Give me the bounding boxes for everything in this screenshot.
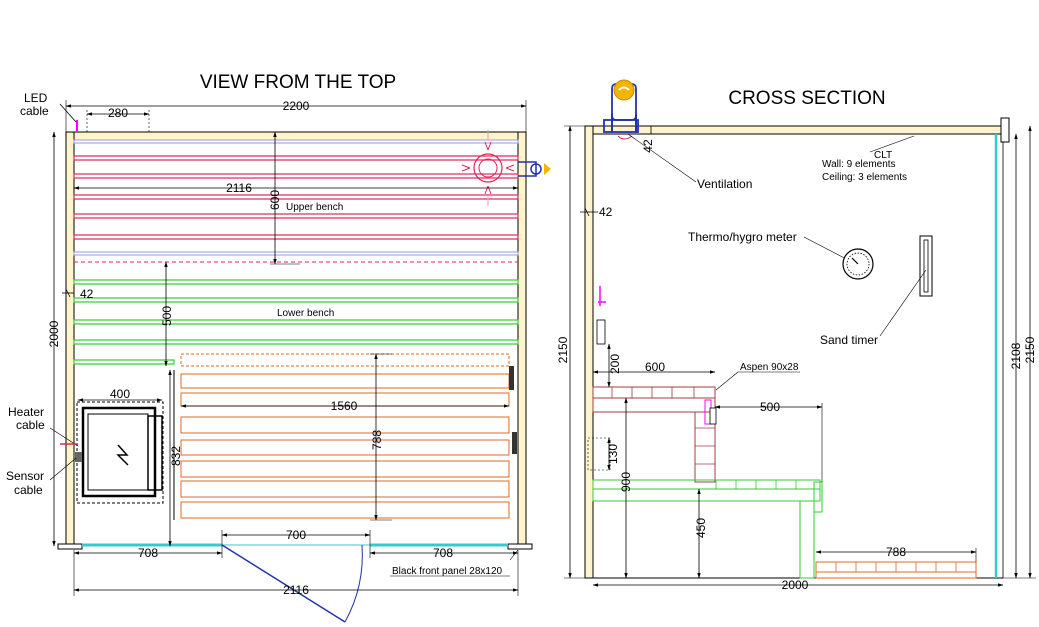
- upper-bench-label: Upper bench: [286, 202, 343, 213]
- floor-bench: [173, 353, 517, 520]
- bench-bracket: [512, 432, 517, 454]
- aspen-label: Aspen 90x28: [740, 362, 799, 373]
- dim-788: 788: [370, 430, 384, 450]
- dim-2000: 2000: [47, 320, 61, 347]
- ceiling-elements-label: Ceiling: 3 elements: [822, 172, 907, 183]
- cs-glass-cap: [1000, 117, 1010, 143]
- sand-timer-label: Sand timer: [820, 333, 878, 347]
- clt-label: CLT: [874, 150, 892, 161]
- cs-led-strip: [598, 286, 606, 306]
- cs-wall-left: [584, 125, 594, 579]
- thermo-label: Thermo/hygro meter: [688, 230, 797, 244]
- cross-section-title: CROSS SECTION: [728, 88, 885, 109]
- cs-dim-2150-right: 2150: [1023, 336, 1037, 363]
- sensor-plug: [75, 452, 82, 462]
- lightning-icon: [116, 444, 129, 466]
- top-wall-back: [65, 131, 527, 141]
- led-strip-end: [509, 366, 514, 390]
- lower-bench: [73, 279, 519, 365]
- top-view: VIEW FROM THE TOP: [6, 72, 551, 623]
- dim-832: 832: [169, 446, 183, 466]
- cs-ceiling: [592, 125, 1004, 135]
- cs-lower-bench: [592, 479, 823, 579]
- door-leaf: [221, 544, 346, 623]
- sand-timer-icon: [919, 235, 933, 297]
- cs-dim-42-left: 42: [599, 205, 613, 219]
- vent-indicator-icon: [544, 163, 551, 175]
- dim-2200: 2200: [283, 99, 310, 113]
- cs-dim-2108: 2108: [1009, 342, 1023, 369]
- upper-bench: [73, 139, 519, 263]
- dim-600: 600: [268, 190, 282, 210]
- cross-section: CROSS SECTION Ventilation 42 CLT Wall: 9…: [556, 79, 1037, 592]
- door-swing-arc: [344, 544, 363, 623]
- top-wall-left: [65, 131, 75, 547]
- cs-dim-2150-left: 2150: [556, 336, 570, 363]
- dim-42: 42: [80, 287, 94, 301]
- cs-dim-42-top: 42: [641, 139, 655, 153]
- cs-dim-500: 500: [760, 400, 780, 414]
- dim-280: 280: [108, 106, 128, 120]
- dim-2116-top: 2116: [226, 181, 252, 195]
- dim-2116-bottom: 2116: [283, 583, 309, 597]
- cs-ventilation: [603, 79, 639, 140]
- heater: [75, 401, 164, 504]
- fan-icon: [613, 79, 635, 101]
- dim-700: 700: [286, 528, 306, 542]
- dim-1560: 1560: [331, 399, 358, 413]
- cs-dim-130: 130: [606, 444, 620, 464]
- cs-dim-600: 600: [645, 360, 665, 374]
- cs-upper-bench: [592, 386, 717, 483]
- dim-500: 500: [160, 306, 174, 326]
- dim-708-right: 708: [433, 546, 453, 560]
- top-ventilation: [461, 130, 551, 206]
- dim-400: 400: [110, 387, 130, 401]
- thermo-meter-icon: [842, 248, 874, 280]
- top-wall-right: [517, 131, 527, 547]
- black-panel-label: Black front panel 28x120: [392, 566, 503, 577]
- front-panel-right: [507, 543, 533, 550]
- dim-708-left: 708: [138, 546, 158, 560]
- cs-floor-bench: [815, 561, 977, 579]
- lower-bench-label: Lower bench: [277, 308, 334, 319]
- cs-dim-788: 788: [886, 545, 906, 559]
- ventilation-label: Ventilation: [697, 177, 752, 191]
- cs-dim-900: 900: [619, 472, 633, 492]
- top-view-title: VIEW FROM THE TOP: [200, 72, 396, 93]
- front-panel-left: [57, 543, 83, 550]
- wall-elements-label: Wall: 9 elements: [822, 159, 896, 170]
- cs-dim-200: 200: [608, 354, 622, 374]
- cs-dim-450: 450: [694, 518, 708, 538]
- cs-dim-2000: 2000: [782, 578, 809, 592]
